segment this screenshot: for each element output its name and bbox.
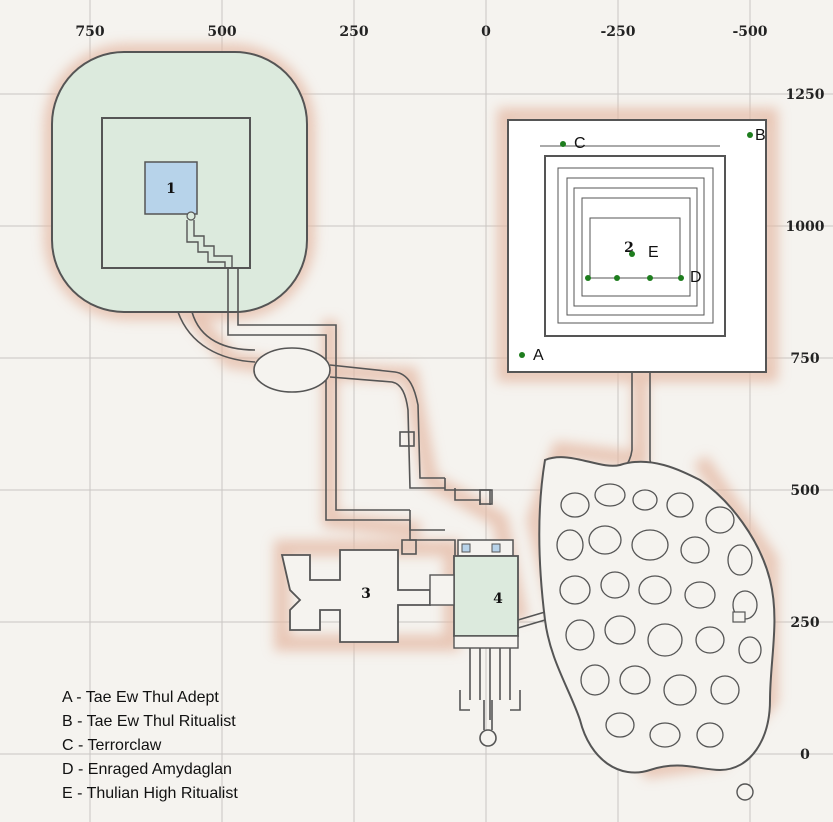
x-tick-label: -250 — [600, 24, 635, 40]
marker-dot-d — [647, 275, 653, 281]
marker-dot-d — [614, 275, 620, 281]
x-tick-label: -500 — [732, 24, 767, 40]
y-tick-label: 750 — [790, 351, 819, 367]
room-3-number: 3 — [361, 586, 371, 602]
room-4-number: 4 — [493, 591, 503, 607]
x-tick-label: 250 — [339, 24, 368, 40]
room-3-area: 3 — [280, 549, 431, 643]
y-tick-label: 1000 — [786, 219, 825, 235]
marker-dot-d — [678, 275, 684, 281]
marker-dot-c — [560, 141, 566, 147]
encounter-markers: A B C D E — [519, 127, 766, 364]
y-tick-label: 250 — [790, 615, 819, 631]
x-tick-label: 750 — [75, 24, 104, 40]
marker-label-c: C — [574, 135, 586, 152]
y-tick-label: 1250 — [786, 87, 825, 103]
marker-dot-b — [747, 132, 753, 138]
legend-item: C - Terrorclaw — [62, 737, 162, 754]
room-1-area: 1 — [51, 51, 308, 313]
marker-dot-e — [629, 251, 635, 257]
room-4-area: 4 — [429, 539, 519, 649]
corridors — [177, 268, 671, 730]
marker-dot-d — [585, 275, 591, 281]
x-tick-label: 500 — [207, 24, 236, 40]
room-1-number: 1 — [166, 181, 176, 197]
x-axis-labels: 750 500 250 0 -250 -500 — [75, 24, 767, 40]
legend: A - Tae Ew Thul Adept B - Tae Ew Thul Ri… — [62, 689, 238, 802]
cavern-network — [538, 456, 776, 801]
y-tick-label: 0 — [800, 747, 810, 763]
room-2-area: 2 — [507, 119, 767, 373]
y-axis-labels: 1250 1000 750 500 250 0 — [786, 87, 825, 763]
legend-item: B - Tae Ew Thul Ritualist — [62, 713, 236, 730]
room-2-number: 2 — [624, 240, 634, 256]
marker-dot-a — [519, 352, 525, 358]
marker-label-d: D — [690, 269, 702, 286]
y-tick-label: 500 — [790, 483, 819, 499]
legend-item: E - Thulian High Ritualist — [62, 785, 238, 802]
x-tick-label: 0 — [481, 24, 491, 40]
marker-label-b: B — [755, 127, 766, 144]
legend-item: A - Tae Ew Thul Adept — [62, 689, 219, 706]
marker-label-e: E — [648, 244, 659, 261]
corridor-end-well — [479, 729, 497, 747]
legend-item: D - Enraged Amydaglan — [62, 761, 232, 778]
marker-label-a: A — [533, 347, 544, 364]
